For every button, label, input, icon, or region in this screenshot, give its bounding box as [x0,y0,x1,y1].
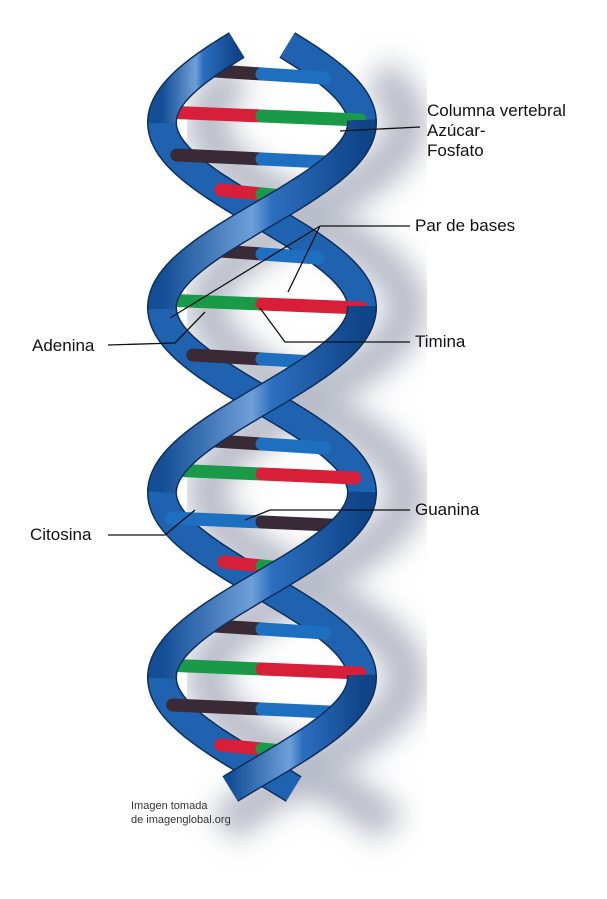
base-cytosine [255,437,332,455]
label-backbone-line1: Columna vertebral [427,101,566,120]
base-adenine [157,658,269,676]
label-base-pair: Par de bases [415,216,516,235]
base-pair [157,658,367,680]
label-backbone: Columna vertebral Azúcar- Fosfato [427,101,566,161]
base-guanine [170,148,269,166]
base-adenine [156,293,269,311]
front-strand [147,32,378,802]
label-cytosine: Citosina [30,525,92,544]
base-pair [157,105,367,127]
credit-line1: Imagen tomada [131,800,208,812]
strand-2-ribbon [148,33,244,124]
strand-1-ribbon [148,119,376,309]
base-thymine [255,297,368,315]
base-pairs [156,63,368,760]
base-cytosine [164,511,269,529]
label-thymine: Timina [415,332,466,351]
base-pair [164,511,360,533]
base-guanine [186,348,269,366]
base-thymine [255,467,362,485]
base-cytosine [255,67,332,85]
label-backbone-line3: Fosfato [427,141,484,160]
base-pair [162,463,362,485]
label-guanine: Guanina [415,500,480,519]
strand-1-ribbon [280,33,376,124]
strand-2-ribbon [223,674,376,801]
base-adenine [255,109,367,127]
strand-2-ribbon [148,306,376,493]
credit-line2: de imagenglobal.org [131,814,231,826]
leader-lines [107,126,421,536]
image-credit: Imagen tomada de imagenglobal.org [131,799,231,827]
base-thymine [214,183,269,201]
base-pair [156,293,368,315]
base-thymine [214,738,269,756]
base-cytosine [255,622,332,640]
base-thymine [157,105,269,123]
base-guanine [166,698,269,716]
strand-1-ribbon [148,491,376,679]
label-adenine: Adenina [32,336,95,355]
base-thymine [255,662,367,680]
label-backbone-line2: Azúcar- [427,121,486,140]
base-cytosine [255,247,325,265]
